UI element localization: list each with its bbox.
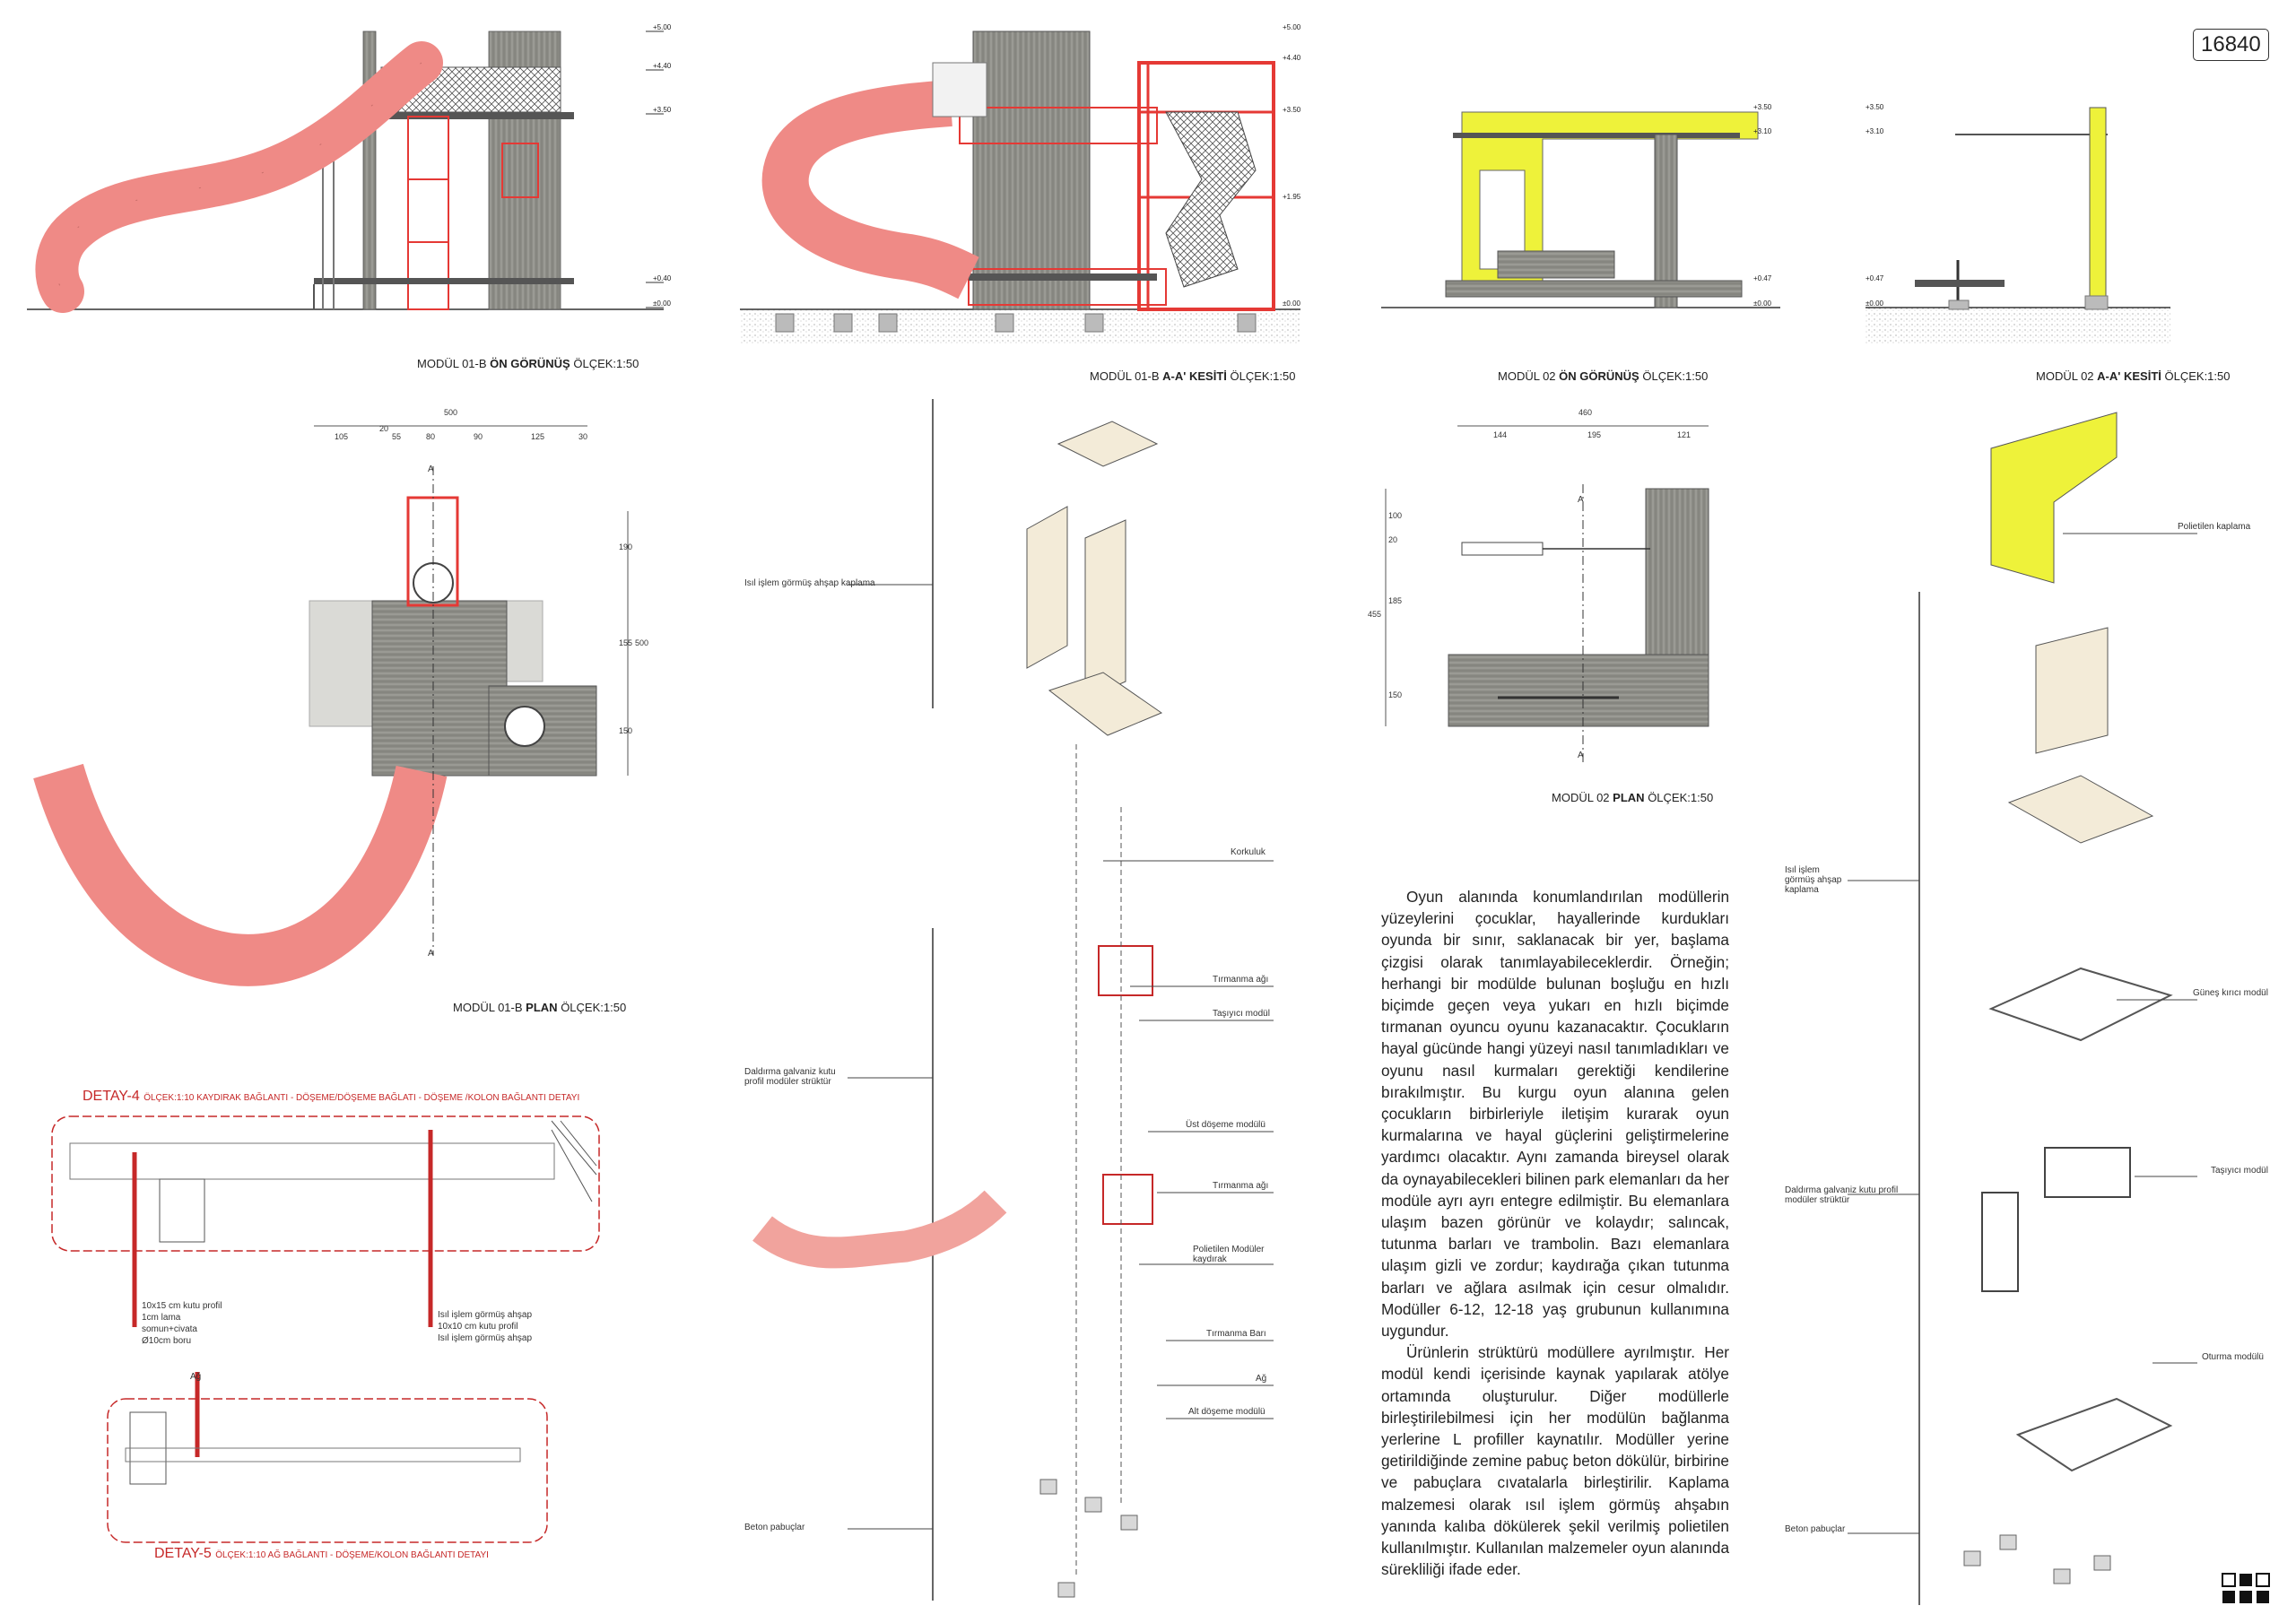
level-marker: +0.40 bbox=[653, 274, 672, 282]
section-marker: A bbox=[428, 949, 434, 959]
label-tasiyici-modul-2: Taşıyıcı modül bbox=[2211, 1166, 2268, 1176]
label-ust-doseme: Üst döşeme modülü bbox=[1186, 1120, 1265, 1130]
dim-vertical: 185 bbox=[1388, 596, 1403, 605]
title-m01b-section: MODÜL 01-B A-A' KESİTİ ÖLÇEK:1:50 bbox=[1090, 369, 1296, 383]
title-m01b-plan: MODÜL 01-B PLAN ÖLÇEK:1:50 bbox=[453, 1001, 627, 1014]
level-marker: +3.50 bbox=[653, 106, 672, 114]
m01b-section-drawing bbox=[740, 30, 1300, 345]
level-marker: +4.40 bbox=[1283, 54, 1301, 62]
label-korkuluk: Korkuluk bbox=[1231, 847, 1265, 857]
dim-vertical: 190 bbox=[619, 542, 633, 551]
m02-plan-drawing bbox=[1385, 425, 1709, 762]
board-number: 16840 bbox=[2193, 29, 2269, 61]
label-galvanized-structure: Daldırma galvaniz kutu profil modüler st… bbox=[744, 1067, 836, 1087]
dim-part: 144 bbox=[1493, 430, 1508, 439]
label-tirmanma-agi-2: Tırmanma ağı bbox=[1213, 1181, 1269, 1191]
label-concrete-footings: Beton pabuçlar bbox=[744, 1523, 805, 1532]
exploded-axonometric-1 bbox=[752, 399, 1163, 1601]
label-polietilen-kaplama: Polietilen kaplama bbox=[2178, 522, 2251, 532]
label-tasiyici-modul: Taşıyıcı modül bbox=[1213, 1009, 1270, 1019]
level-marker: ±0.00 bbox=[1283, 299, 1300, 308]
m01b-plan-drawing bbox=[33, 425, 629, 986]
dim-part: 121 bbox=[1677, 430, 1692, 439]
dim-vertical: 100 bbox=[1388, 511, 1403, 520]
level-marker: +0.47 bbox=[1753, 274, 1772, 282]
label-polietilen-kaydirak: Polietilen Modüler kaydırak bbox=[1193, 1245, 1265, 1264]
title-m02-front: MODÜL 02 ÖN GÖRÜNÜŞ ÖLÇEK:1:50 bbox=[1498, 369, 1709, 383]
dim-vertical: 20 bbox=[1388, 535, 1398, 544]
detail-4-title: DETAY-4 ÖLÇEK:1:10 KAYDIRAK BAĞLANTI - D… bbox=[83, 1089, 580, 1104]
board-logo-icon bbox=[2222, 1573, 2270, 1603]
dim-part: 80 bbox=[426, 432, 436, 441]
m02-section-drawing bbox=[1866, 107, 2170, 343]
dim-part: 55 bbox=[392, 432, 402, 441]
dim-vertical: 155 bbox=[619, 638, 633, 647]
leader-lines bbox=[848, 533, 2197, 1534]
title-m02-plan: MODÜL 02 PLAN ÖLÇEK:1:50 bbox=[1552, 791, 1714, 804]
level-marker: +3.10 bbox=[1866, 127, 1884, 135]
dim-vertical-total: 500 bbox=[635, 638, 649, 647]
m01b-front-elevation bbox=[27, 30, 664, 313]
label-concrete-footings-2: Beton pabuçlar bbox=[1785, 1524, 1846, 1534]
dim-part: 30 bbox=[578, 432, 588, 441]
label-tirmanma-agi: Tırmanma ağı bbox=[1213, 975, 1269, 985]
exploded-axonometric-2 bbox=[1918, 412, 2173, 1605]
section-marker: A bbox=[1578, 495, 1584, 505]
detail-4-note-right: Isıl işlem görmüş ahşap 10x10 cm kutu pr… bbox=[438, 1310, 533, 1343]
description-text: Oyun alanında konumlandırılan modüllerin… bbox=[1381, 886, 1729, 1581]
label-wood-cladding: Isıl işlem görmüş ahşap kaplama bbox=[744, 578, 875, 588]
dim-vertical-total: 455 bbox=[1368, 610, 1382, 619]
title-m02-section: MODÜL 02 A-A' KESİTİ ÖLÇEK:1:50 bbox=[2036, 369, 2231, 383]
level-marker: +1.95 bbox=[1283, 193, 1301, 201]
section-marker: A bbox=[428, 464, 434, 474]
description-paragraph-2: Ürünlerin strüktürü modüllere ayrılmıştı… bbox=[1381, 1343, 1729, 1579]
level-marker: ±0.00 bbox=[653, 299, 671, 308]
label-gunes-kirici: Güneş kırıcı modül bbox=[2193, 988, 2268, 998]
m02-front-elevation bbox=[1381, 111, 1780, 308]
level-marker: +3.50 bbox=[1866, 103, 1884, 111]
label-wood-cladding-2: Isıl işlem görmüş ahşap kaplama bbox=[1785, 865, 1842, 895]
label-galvanized-structure-2: Daldırma galvaniz kutu profil modüler st… bbox=[1785, 1185, 1899, 1205]
level-marker: ±0.00 bbox=[1866, 299, 1883, 308]
dim-part: 90 bbox=[474, 432, 483, 441]
label-tirmanma-bari: Tırmanma Barı bbox=[1206, 1329, 1266, 1339]
dim-part: 20 bbox=[379, 424, 389, 433]
level-marker: +4.40 bbox=[653, 62, 672, 70]
description-paragraph-1: Oyun alanında konumlandırılan modüllerin… bbox=[1381, 888, 1729, 1341]
dim-vertical: 150 bbox=[1388, 690, 1403, 699]
dim-vertical: 150 bbox=[619, 726, 633, 735]
detail-5-drawing bbox=[107, 1372, 548, 1543]
title-m01b-front: MODÜL 01-B ÖN GÖRÜNÜŞ ÖLÇEK:1:50 bbox=[417, 357, 639, 370]
dim-total: 500 bbox=[444, 408, 458, 417]
level-marker: +5.00 bbox=[1283, 23, 1301, 31]
detail-5-net-label: Ağ bbox=[190, 1372, 202, 1382]
level-marker: +0.47 bbox=[1866, 274, 1884, 282]
level-marker: +5.00 bbox=[653, 23, 672, 31]
level-marker: +3.50 bbox=[1283, 106, 1301, 114]
dim-part: 125 bbox=[531, 432, 545, 441]
detail-4-drawing bbox=[51, 1115, 600, 1327]
dim-total: 460 bbox=[1578, 408, 1593, 417]
level-marker: ±0.00 bbox=[1753, 299, 1771, 308]
detail-5-title: DETAY-5 ÖLÇEK:1:10 AĞ BAĞLANTI - DÖŞEME/… bbox=[154, 1546, 489, 1561]
dim-part: 195 bbox=[1587, 430, 1602, 439]
label-ag: Ağ bbox=[1256, 1374, 1267, 1384]
level-marker: +3.10 bbox=[1753, 127, 1772, 135]
level-marker: +3.50 bbox=[1753, 103, 1772, 111]
dim-part: 105 bbox=[335, 432, 349, 441]
label-alt-doseme: Alt döşeme modülü bbox=[1188, 1407, 1265, 1417]
section-marker: A bbox=[1578, 751, 1584, 760]
detail-4-note-left: 10x15 cm kutu profil 1cm lama somun+civa… bbox=[142, 1301, 222, 1346]
label-oturma-modulu: Oturma modülü bbox=[2202, 1352, 2264, 1362]
